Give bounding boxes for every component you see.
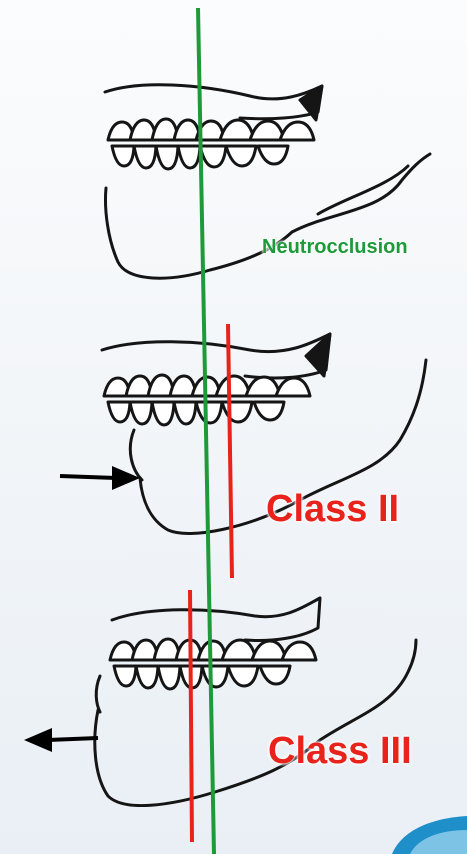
arrow-right-icon xyxy=(60,466,140,490)
class-iii-shift-line xyxy=(190,590,192,842)
label-neutrocclusion: Neutrocclusion xyxy=(262,236,408,259)
chin-outline xyxy=(130,430,142,480)
class-ii-shift-line xyxy=(228,324,232,578)
chin-outline xyxy=(96,676,100,712)
teeth xyxy=(108,119,314,169)
upper-gum-outline xyxy=(112,598,320,641)
jaw-class-iii xyxy=(95,598,416,806)
mandible-outline xyxy=(106,154,431,278)
corner-swoosh xyxy=(392,816,467,854)
arrow-left-icon xyxy=(24,728,98,752)
teeth xyxy=(110,639,316,689)
upper-gum-outline xyxy=(105,85,322,119)
upper-gum-outline xyxy=(102,334,330,378)
label-class-iii: Class III xyxy=(268,730,412,773)
label-class-ii: Class II xyxy=(266,488,399,531)
